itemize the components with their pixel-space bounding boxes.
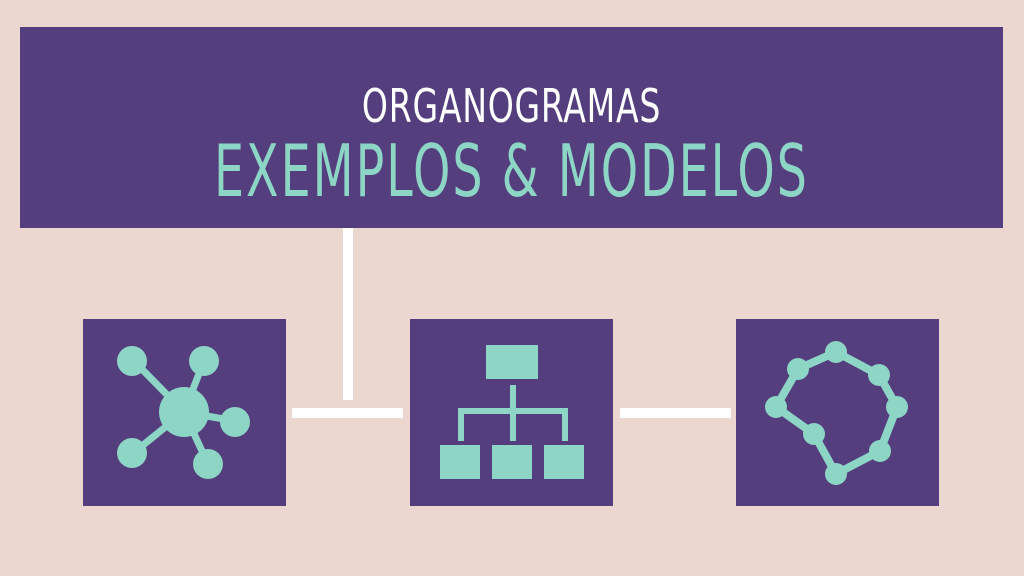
network-hub-icon [117, 346, 250, 479]
hierarchy-node-box [410, 319, 613, 506]
org-chart-icon [440, 345, 584, 479]
connector-right [620, 408, 731, 418]
page-title: ORGANOGRAMAS [361, 79, 662, 133]
title-banner: ORGANOGRAMAS EXEMPLOS & MODELOS [20, 27, 1003, 228]
connector-left [292, 408, 403, 418]
connector-vertical [343, 228, 353, 400]
page-subtitle: EXEMPLOS & MODELOS [214, 129, 809, 213]
network-node-box [83, 319, 286, 506]
ring-network-icon [765, 341, 908, 485]
ring-node-box [736, 319, 939, 506]
